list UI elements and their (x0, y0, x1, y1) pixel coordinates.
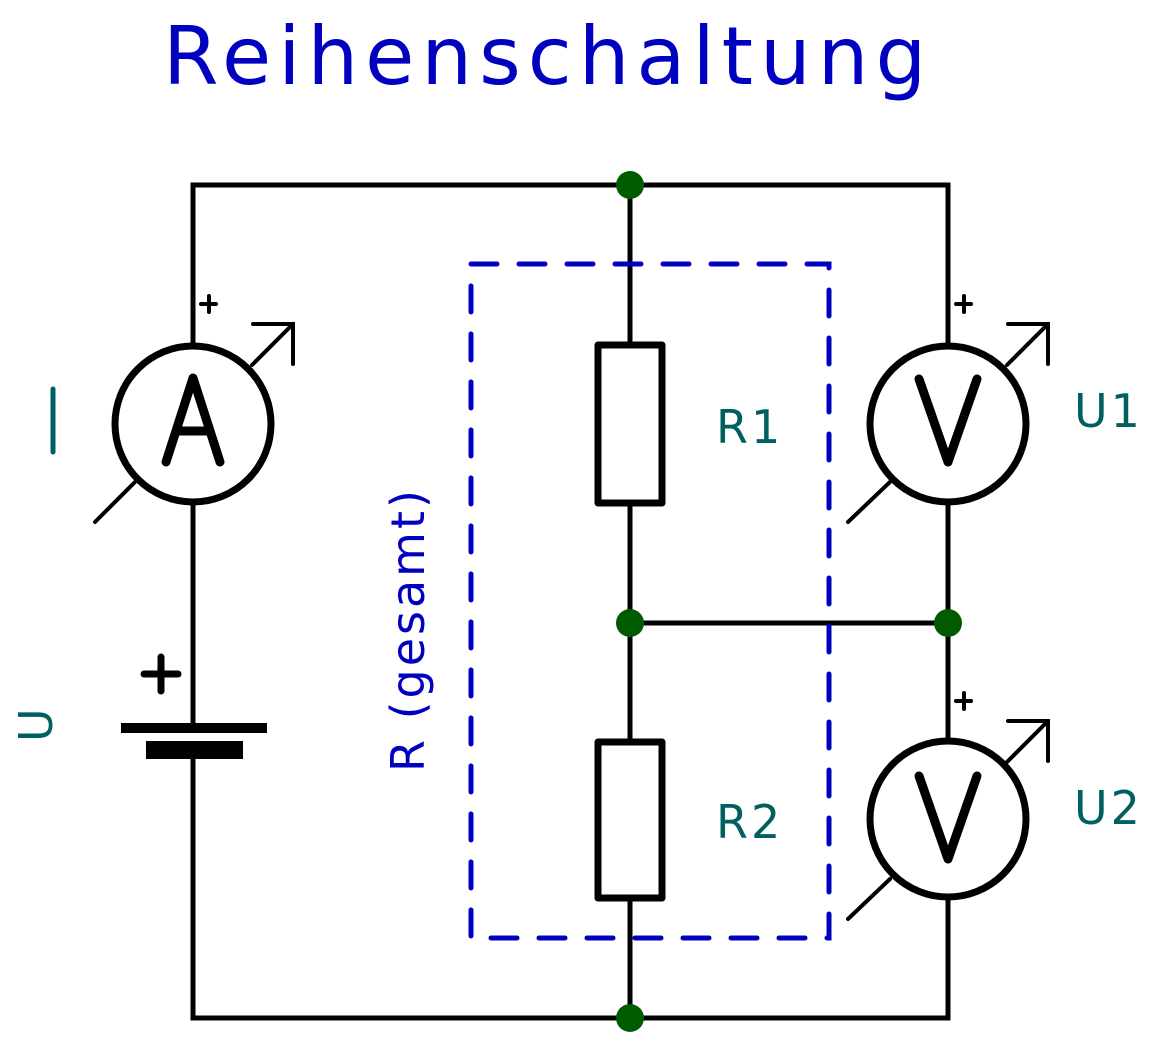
ammeter-arrow-tail (93, 480, 137, 524)
junction-dot (616, 171, 644, 199)
voltmeter-u1-label: U1 (1074, 384, 1143, 438)
ammeter-circle (111, 342, 275, 506)
ammeter-arrow-shaft (250, 322, 295, 367)
battery-positive-plate (121, 723, 267, 733)
battery-negative-plate (146, 741, 243, 759)
arrow-head-icon (1006, 322, 1050, 366)
resistor-r2[interactable]: R2 (594, 738, 783, 902)
voltmeter-u1-arrow-tail (846, 480, 892, 524)
junctions (616, 171, 962, 1032)
resistor-r2-body (594, 738, 666, 902)
schematic-title: Reihenschaltung (163, 10, 933, 103)
battery[interactable]: U (9, 653, 267, 759)
junction-dot (616, 1004, 644, 1032)
voltmeter-u1-v-glyph (914, 374, 982, 467)
resistor-r2-label: R2 (716, 795, 783, 849)
resistor-r1[interactable]: R1 (594, 341, 783, 507)
voltmeter-u1-arrow-shaft (1005, 322, 1050, 367)
plus-icon (954, 294, 973, 314)
ammeter[interactable]: I (0, 0, 295, 524)
voltmeter-u1[interactable]: U1 (846, 294, 1143, 524)
voltmeter-u2-v-glyph (914, 771, 982, 864)
junction-dot (616, 609, 644, 637)
plus-icon (199, 294, 218, 314)
group-label: R (gesamt) (381, 487, 435, 772)
voltmeter-u2-arrow-shaft (1005, 719, 1050, 764)
wires (190, 182, 951, 1021)
voltmeter-u1-circle (866, 342, 1030, 506)
plus-icon (954, 691, 973, 711)
arrow-head-icon (251, 322, 295, 366)
arrow-head-icon (1006, 719, 1050, 763)
voltmeter-u2[interactable]: U2 (846, 691, 1143, 921)
resistor-r1-label: R1 (716, 400, 783, 454)
voltmeter-u2-label: U2 (1074, 781, 1143, 835)
plus-icon (140, 653, 182, 695)
resistor-r1-body (594, 341, 666, 507)
voltmeter-u2-arrow-tail (846, 877, 892, 921)
junction-dot (934, 609, 962, 637)
group-box-r-gesamt (468, 261, 832, 941)
battery-label: U (9, 705, 63, 742)
voltmeter-u2-circle (866, 737, 1030, 901)
